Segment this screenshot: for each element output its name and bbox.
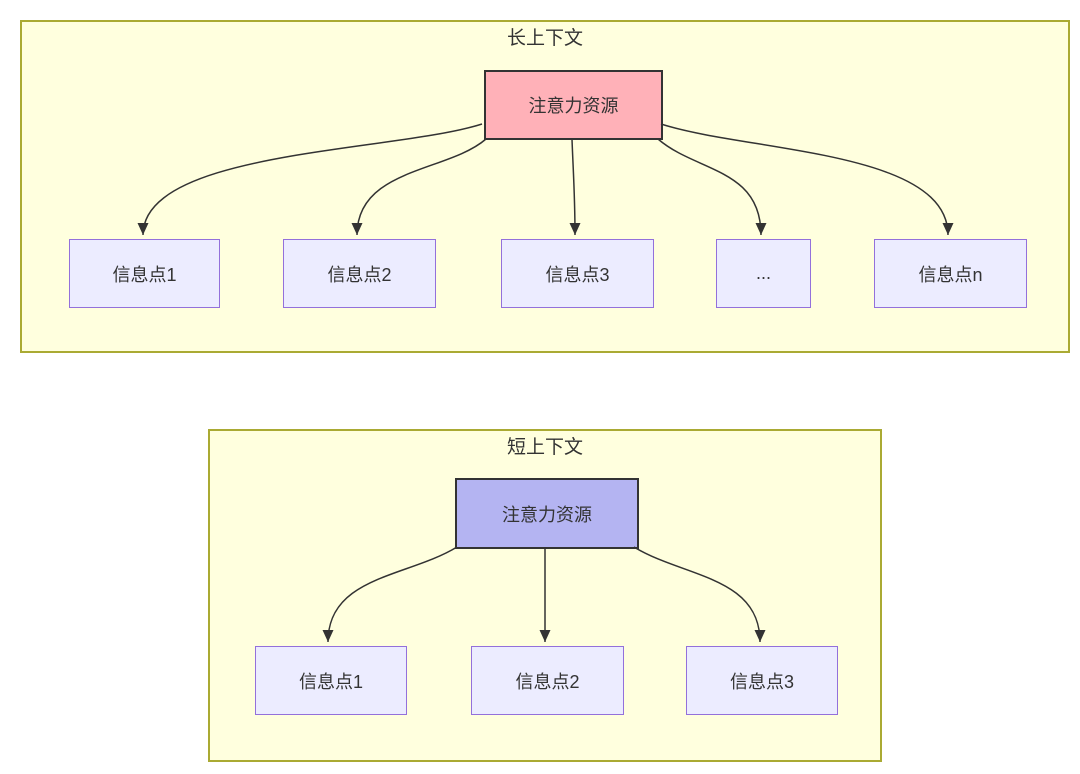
node-attention-short: 注意力资源 [455, 478, 639, 549]
node-long-info-3: 信息点3 [501, 239, 654, 308]
node-long-info-2: 信息点2 [283, 239, 436, 308]
node-long-info-1: 信息点1 [69, 239, 220, 308]
cluster-short-title: 短上下文 [506, 437, 583, 458]
node-short-info-3: 信息点3 [686, 646, 838, 715]
cluster-short-context: 短上下文 注意力资源 信息点1 信息点2 信息点3 [208, 429, 882, 762]
node-long-info-ellipsis: ... [716, 239, 811, 308]
node-short-info-2: 信息点2 [471, 646, 624, 715]
node-short-info-1: 信息点1 [255, 646, 407, 715]
cluster-long-title: 长上下文 [506, 28, 583, 49]
node-long-info-n: 信息点n [874, 239, 1027, 308]
cluster-long-context: 长上下文 注意力资源 信息点1 信息点2 信息点3 ... 信息点n [20, 20, 1070, 353]
node-attention-long: 注意力资源 [484, 70, 663, 140]
